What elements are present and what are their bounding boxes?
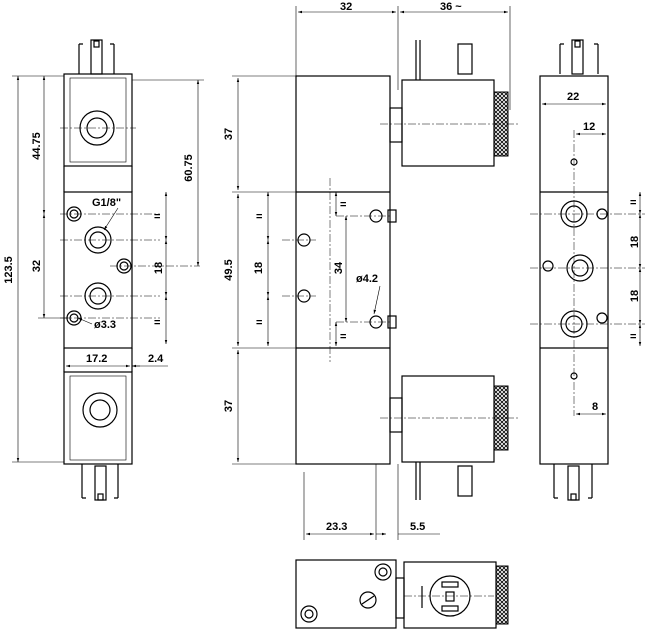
dim-body-width: 17.2 (86, 353, 107, 365)
side-lower-pin (457, 465, 473, 497)
equal-mark-right-1: = (630, 197, 636, 209)
equal-mark-side-3: = (340, 199, 346, 211)
right-top-pin (571, 39, 584, 75)
right-valve-body (539, 75, 609, 465)
dim-right-bottom-offset: 8 (592, 401, 598, 413)
side-lower-coil (401, 375, 495, 463)
dim-bottom-coil-gap: 5.5 (410, 521, 425, 533)
dim-right-top-width: 22 (567, 91, 579, 103)
bottom-coil (403, 561, 497, 629)
equal-mark-front-1: = (154, 211, 160, 223)
equal-mark-side-4: = (340, 331, 346, 343)
dim-coil-height-top: 37 (223, 128, 235, 140)
dim-upper-offset: 44.75 (31, 132, 43, 160)
front-valve-body (63, 191, 133, 349)
front-lower-coil (63, 371, 133, 465)
side-view: 32 36 ~ 37 (223, 1, 520, 540)
dim-coil-projection: 36 ~ (440, 1, 462, 13)
side-mount-hole-label: ø4.2 (356, 273, 378, 285)
dim-coil-height-bottom: 37 (223, 400, 235, 412)
side-valve-body (295, 75, 391, 465)
dim-coil-offset: 2.4 (148, 353, 164, 365)
side-upper-pin (457, 43, 473, 75)
bottom-view (295, 559, 509, 629)
right-bottom-pin (567, 465, 580, 501)
dim-hole-spacing: 34 (333, 261, 345, 274)
dim-port-pitch: 32 (31, 260, 43, 272)
dim-bottom-offset: 23.3 (326, 521, 347, 533)
equal-mark-side-1: = (256, 211, 262, 223)
dim-side-port-offset: 18 (153, 262, 165, 274)
right-view: 22 12 = 18 18 = 8 (530, 39, 645, 501)
dim-side-body-height: 49.5 (223, 259, 235, 280)
front-bottom-pin (94, 465, 107, 501)
dim-side-body-width: 32 (340, 1, 352, 13)
front-upper-coil (63, 73, 133, 167)
front-mount-hole-label: ø3.3 (94, 319, 116, 331)
dim-right-port-lower: 18 (629, 290, 641, 302)
thread-label: G1/8" (92, 197, 121, 209)
front-top-pin (90, 39, 103, 75)
dim-overall-height: 123.5 (3, 256, 15, 284)
equal-mark-front-2: = (154, 317, 160, 329)
front-view: 123.5 44.75 32 60.75 = 18 = G1/8" ø3.3 1… (3, 39, 204, 501)
dim-right-port-upper: 18 (629, 236, 641, 248)
dim-right-reference: 60.75 (183, 154, 195, 182)
dim-side-port-spacing: 18 (253, 262, 265, 274)
side-upper-coil (401, 79, 495, 167)
equal-mark-side-2: = (256, 317, 262, 329)
dim-right-inner-offset: 12 (583, 121, 595, 133)
equal-mark-right-2: = (630, 331, 636, 343)
